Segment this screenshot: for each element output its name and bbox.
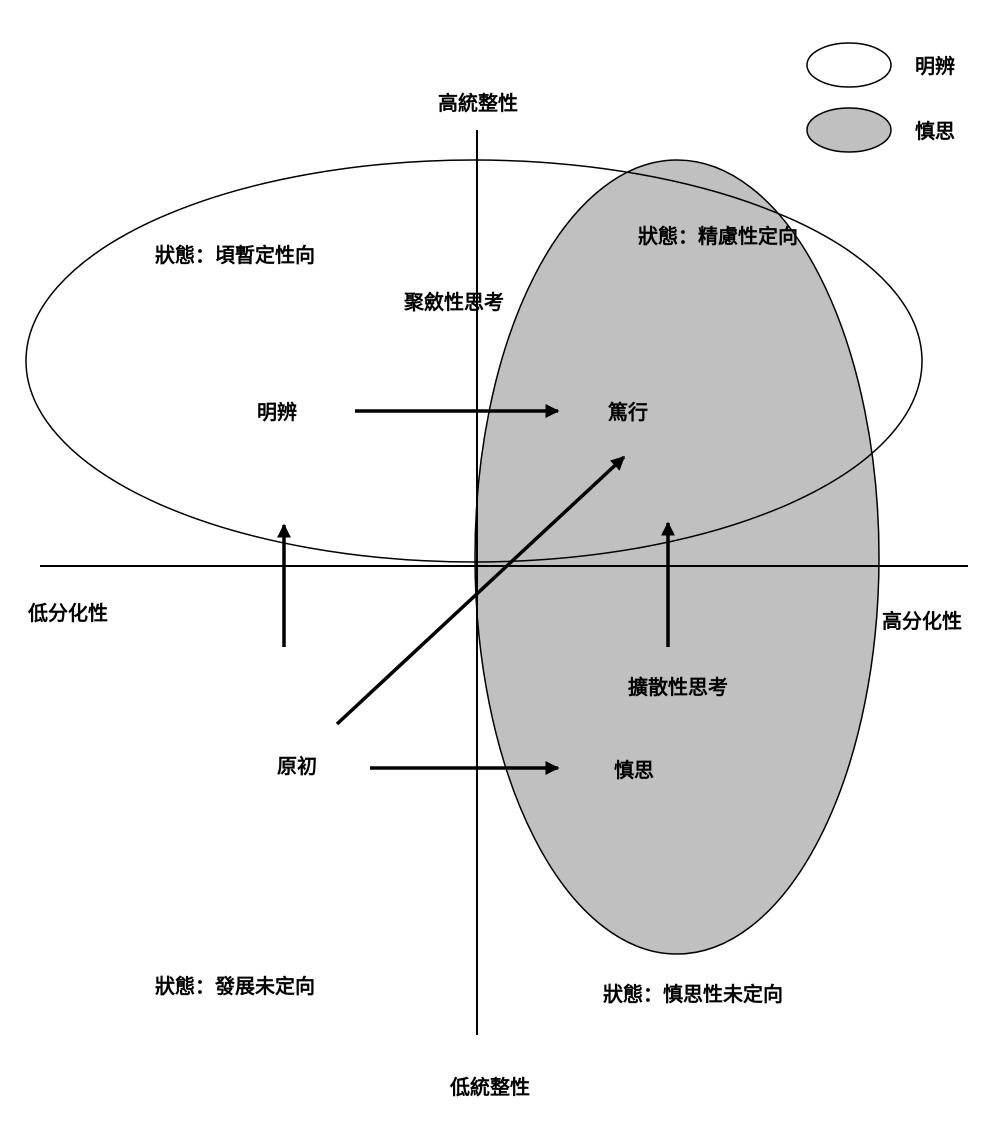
state-bottom-right: 狀態：慎思性未定向: [603, 982, 783, 1006]
state-top-left: 狀態：頃暫定性向: [155, 243, 315, 267]
divergent-thinking-label: 擴散性思考: [628, 675, 728, 699]
shensi-ellipse: [474, 159, 880, 955]
node-mingbian: 明辨: [257, 400, 297, 424]
legend-label-mingbian: 明辨: [915, 54, 955, 78]
state-top-right: 狀態：精慮性定向: [638, 224, 798, 248]
axis-label-left: 低分化性: [27, 601, 108, 625]
convergent-thinking-label: 聚斂性思考: [403, 290, 504, 314]
state-bottom-left: 狀態：發展未定向: [155, 974, 315, 998]
legend-label-shensi: 慎思: [915, 119, 955, 143]
arrow-yuanchu-to-duxing: [335, 455, 626, 726]
axis-label-right: 高分化性: [882, 609, 962, 633]
node-duxing: 篤行: [608, 400, 648, 424]
legend-swatch-shensi: [806, 107, 892, 153]
node-yuanchu: 原初: [277, 754, 317, 778]
node-shensi: 慎思: [614, 758, 654, 782]
axis-label-bottom: 低統整性: [449, 1075, 530, 1099]
legend-swatch-mingbian: [806, 42, 892, 88]
mingbian-ellipse: [25, 159, 923, 563]
axis-label-top: 高統整性: [438, 91, 518, 115]
